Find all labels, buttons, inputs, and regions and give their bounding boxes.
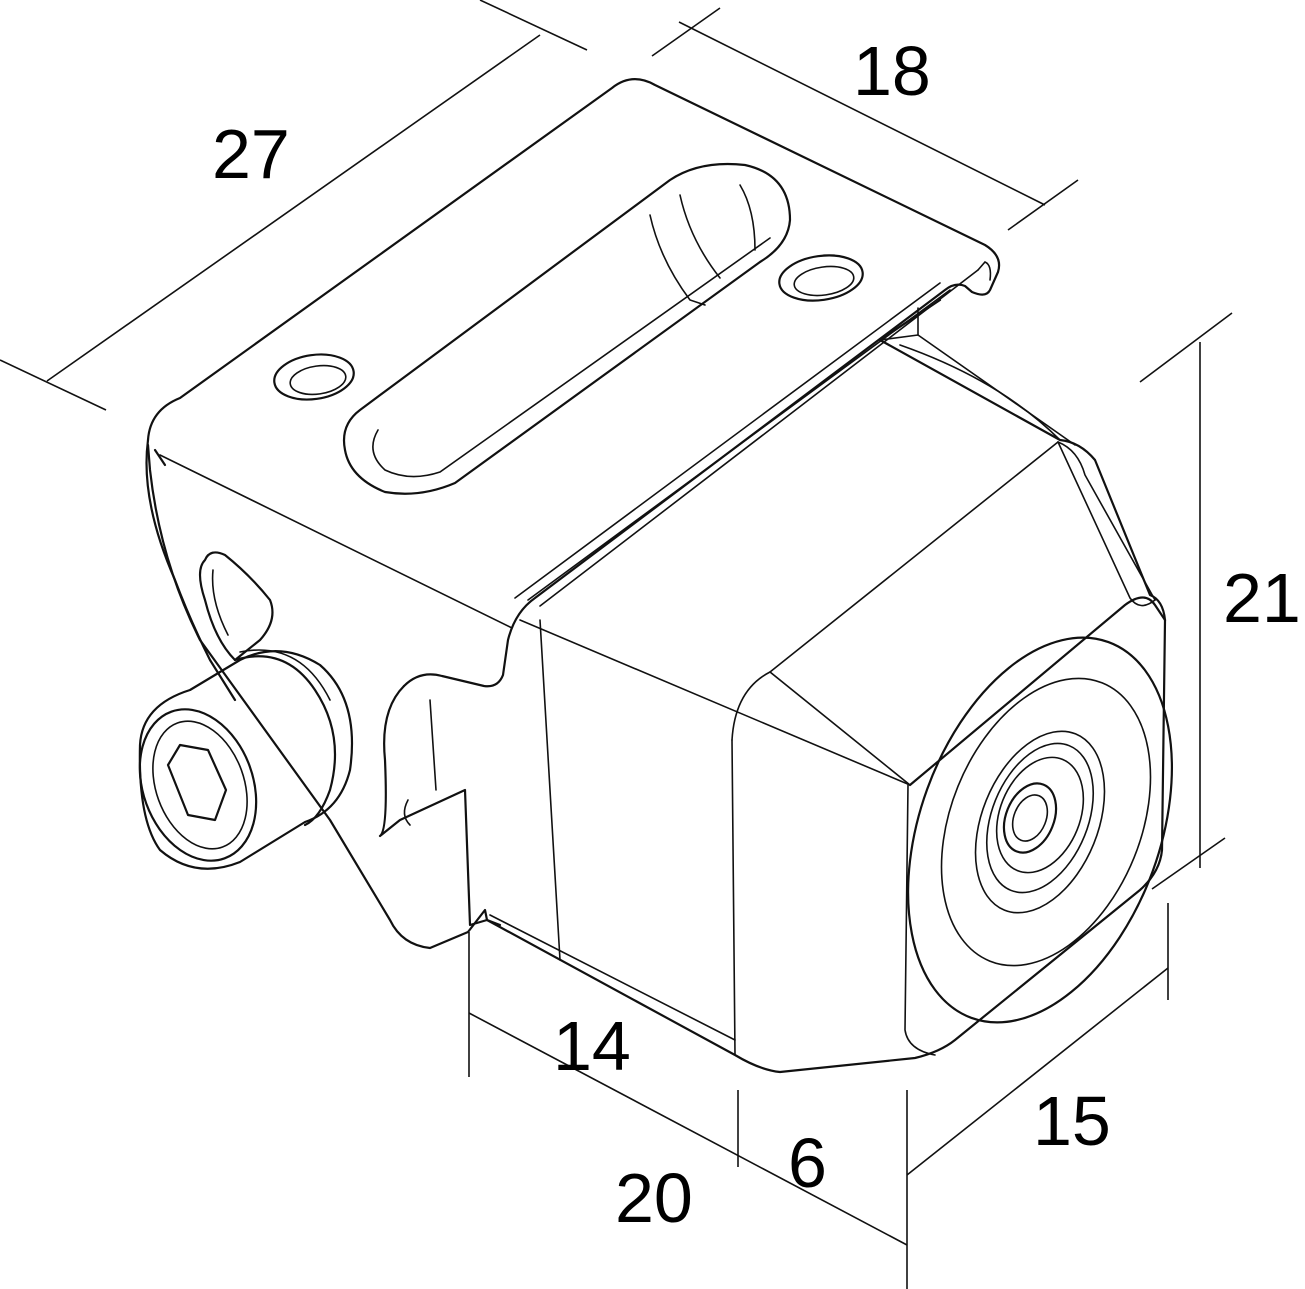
bracket-side-ear <box>145 438 237 702</box>
mount-hole-left <box>273 353 355 401</box>
dim-label-20: 20 <box>615 1159 693 1237</box>
set-screw <box>138 649 354 870</box>
hex-socket-icon <box>166 743 228 822</box>
adjustment-slot <box>342 162 792 495</box>
dim-label-6: 6 <box>788 1124 827 1202</box>
dim-label-27: 27 <box>212 115 290 193</box>
lens-bezel <box>908 596 1167 787</box>
camera-body <box>138 78 1173 1074</box>
mounting-bracket <box>146 78 1001 688</box>
mount-hole-right <box>778 254 864 302</box>
camera-housing <box>378 298 1167 1074</box>
dim-label-14: 14 <box>553 1007 631 1085</box>
dim-label-21: 21 <box>1223 559 1301 637</box>
dimension-lines <box>0 0 1233 1289</box>
dim-label-18: 18 <box>853 32 931 110</box>
lens-icon <box>1002 782 1058 854</box>
dim-label-15: 15 <box>1033 1082 1111 1160</box>
